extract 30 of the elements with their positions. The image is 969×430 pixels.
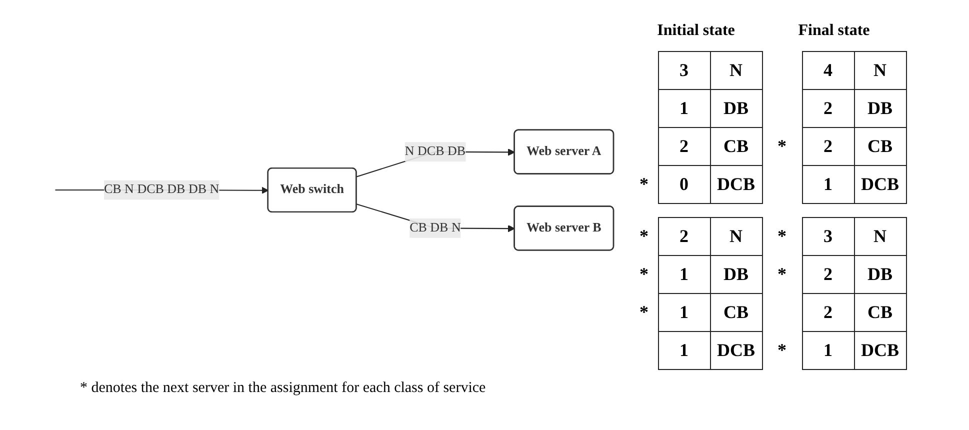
asterisk-mark: * — [776, 134, 788, 158]
table-header: Initial state — [656, 21, 736, 41]
asterisk-mark: * — [776, 224, 788, 248]
table-cell: DCB — [854, 164, 906, 204]
table-cell: N — [710, 216, 762, 256]
edge-label: CB DB N — [410, 220, 461, 235]
table-cell: 3 — [658, 50, 710, 90]
asterisk-mark: * — [638, 172, 650, 196]
asterisk-mark: * — [638, 300, 650, 324]
asterisk-mark: * — [776, 338, 788, 362]
table-cell: 0 — [658, 164, 710, 204]
table-cell: N — [854, 50, 906, 90]
table-cell: 1 — [802, 164, 854, 204]
edge-label: N DCB DB — [404, 144, 466, 158]
table-cell: 3 — [802, 216, 854, 256]
caption: * denotes the next server in the assignment for each class of service — [80, 380, 487, 397]
asterisk-mark: * — [638, 262, 650, 286]
table-cell: 2 — [658, 216, 710, 256]
asterisk-mark: * — [638, 224, 650, 248]
table-cell: 4 — [802, 50, 854, 90]
table-cell: DCB — [854, 330, 906, 370]
table-header: Final state — [797, 21, 871, 41]
table-cell: DCB — [710, 330, 762, 370]
edge-label: CB N DCB DB DB N — [104, 182, 220, 196]
table-cell: DCB — [710, 164, 762, 204]
asterisk-mark: * — [776, 262, 788, 286]
table-cell: N — [710, 50, 762, 90]
table-cell: N — [854, 216, 906, 256]
table-cell: 1 — [802, 330, 854, 370]
table-cell: 1 — [658, 330, 710, 370]
